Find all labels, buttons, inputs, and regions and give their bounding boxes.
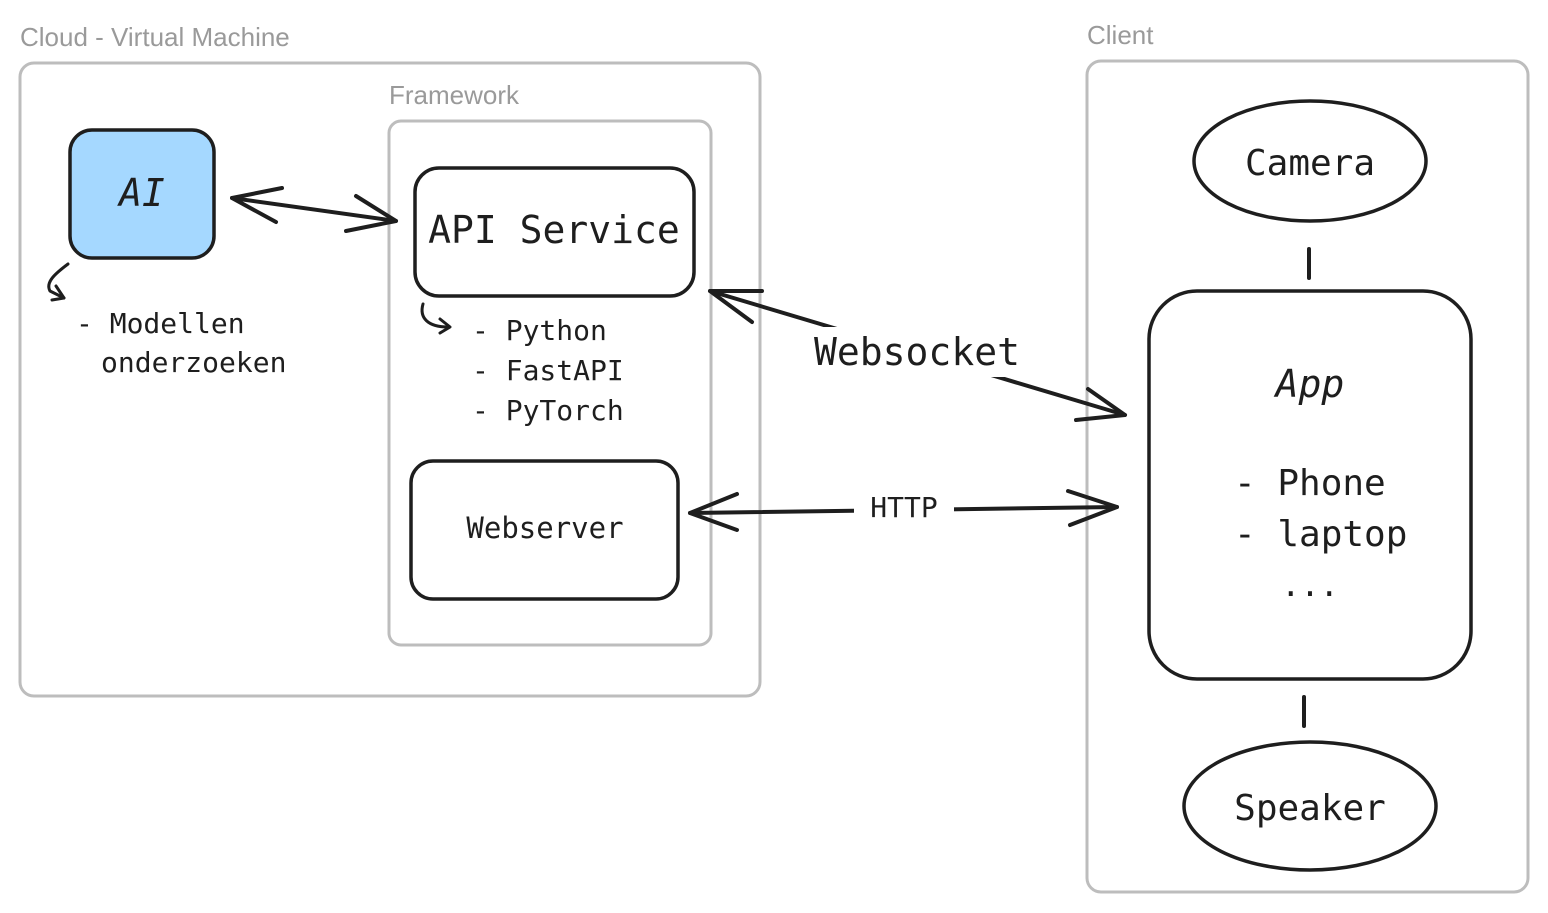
api-note-arrow <box>420 302 450 329</box>
ai-api-arrowhead-left <box>230 186 284 224</box>
ai-note-arrowhead <box>50 284 66 302</box>
websocket-arrowhead-right <box>1074 387 1127 422</box>
webserver-node[interactable] <box>409 459 680 601</box>
http-arrowhead-left <box>688 492 739 532</box>
ai-note-line-1: - Modellen <box>76 307 245 340</box>
websocket-arrowhead-left <box>708 289 764 324</box>
speaker-label: Speaker <box>1234 788 1386 829</box>
cloud-group-label: Cloud - Virtual Machine <box>20 22 290 52</box>
webserver-label: Webserver <box>466 511 623 545</box>
app-note-line-3: ... <box>1281 566 1339 604</box>
framework-frame <box>387 119 713 647</box>
api-note-arrowhead <box>438 317 452 335</box>
ai-node-label: AI <box>117 171 165 215</box>
framework-group-label: Framework <box>389 80 520 110</box>
app-label: App <box>1274 362 1345 406</box>
app-note-line-2: - laptop <box>1234 514 1407 555</box>
ai-node[interactable] <box>68 128 216 260</box>
camera-label: Camera <box>1245 143 1375 184</box>
ai-api-connector <box>230 196 398 223</box>
client-group-label: Client <box>1087 20 1154 50</box>
http-label-mask <box>854 494 954 524</box>
app-node[interactable] <box>1147 289 1473 681</box>
api-note-line-2: - FastAPI <box>472 354 624 387</box>
api-note-line-3: - PyTorch <box>472 394 624 427</box>
http-label: HTTP <box>870 491 937 524</box>
ai-api-arrowhead-right <box>344 194 398 233</box>
http-arrowhead-right <box>1066 489 1119 527</box>
api-service-node[interactable] <box>413 166 696 298</box>
speaker-node[interactable] <box>1182 740 1438 872</box>
ai-note-line-2: onderzoeken <box>101 346 286 379</box>
camera-node[interactable] <box>1192 99 1428 223</box>
websocket-label: Websocket <box>814 330 1020 374</box>
client-frame <box>1085 59 1530 894</box>
app-note-line-1: - Phone <box>1234 463 1386 504</box>
ai-note-arrow <box>47 262 70 300</box>
api-service-label: API Service <box>428 208 680 252</box>
websocket-label-mask <box>810 327 1026 377</box>
cloud-frame <box>18 61 762 698</box>
api-note-line-1: - Python <box>472 314 607 347</box>
